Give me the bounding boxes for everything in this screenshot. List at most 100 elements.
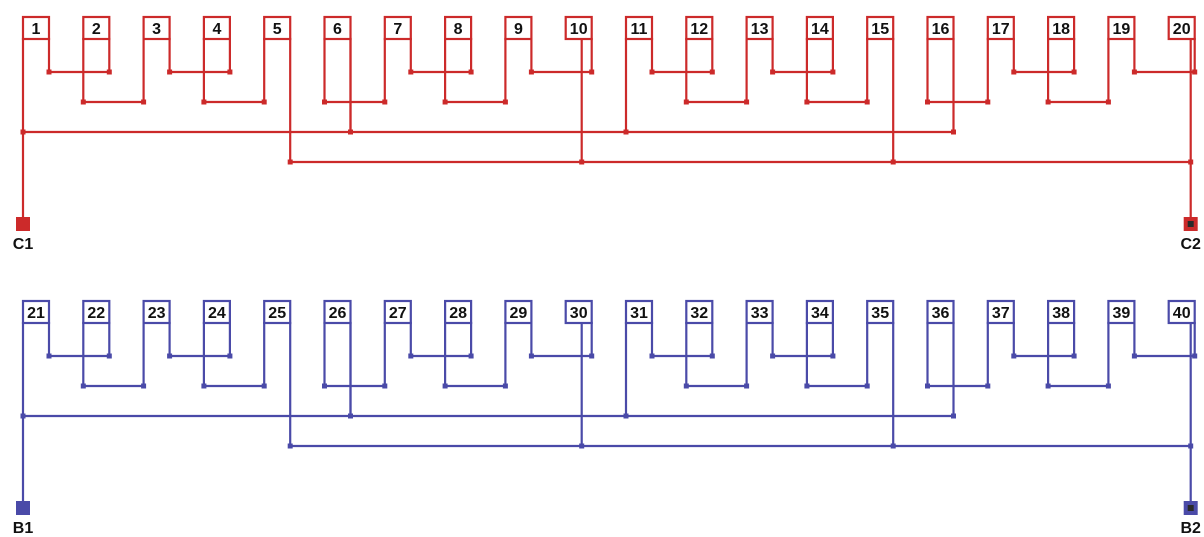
- slot-box: [745, 15, 774, 41]
- slot-box: [504, 299, 533, 325]
- slot-box: [504, 15, 533, 41]
- wires-group-b: [20, 321, 1198, 503]
- slot-3: 3: [142, 15, 171, 41]
- slot-19: 19: [1107, 15, 1136, 41]
- slot-label: 11: [631, 21, 648, 38]
- slot-box: [1046, 15, 1076, 41]
- slot-36: 36: [926, 299, 955, 325]
- slot-box: [323, 15, 352, 41]
- junction-dot: [502, 99, 508, 105]
- slot-box: [745, 299, 774, 325]
- junction-dot: [408, 69, 414, 75]
- slot-box: [805, 15, 835, 41]
- slot-box: [685, 15, 714, 41]
- slot-label: 1: [32, 21, 41, 38]
- junction-dot: [382, 99, 388, 105]
- slot-label: 33: [751, 305, 769, 322]
- junction-dot: [167, 353, 173, 359]
- slot-label: 31: [630, 305, 648, 322]
- junction-dot: [925, 383, 930, 389]
- slot-box: [564, 299, 593, 325]
- junction-dot: [201, 383, 207, 389]
- slot-label: 39: [1113, 305, 1131, 322]
- junction-dot: [649, 353, 655, 359]
- junction-dot: [864, 383, 870, 389]
- slot-10: 10: [564, 15, 593, 41]
- slot-26: 26: [323, 299, 352, 325]
- slot-label: 35: [871, 305, 889, 322]
- slot-box: [202, 15, 231, 41]
- junction-dot: [227, 69, 233, 75]
- terminal-core: [1187, 505, 1194, 511]
- junction-dot: [46, 69, 52, 75]
- slot-28: 28: [444, 299, 473, 325]
- junction-dot: [468, 353, 474, 359]
- junction-dot: [322, 383, 327, 389]
- junction-dot: [925, 99, 930, 105]
- junction-dot: [80, 383, 86, 389]
- terminal-c1: C1: [13, 217, 33, 253]
- junction-dot: [589, 353, 595, 359]
- slot-24: 24: [202, 299, 231, 325]
- slot-27: 27: [383, 299, 412, 325]
- slot-label: 19: [1113, 21, 1131, 38]
- slot-13: 13: [745, 15, 774, 41]
- slot-label: 5: [273, 21, 282, 38]
- slot-label: 32: [690, 305, 708, 322]
- slot-label: 30: [570, 305, 588, 322]
- slot-2: 2: [82, 15, 111, 41]
- junction-dot: [830, 353, 836, 359]
- slot-16: 16: [926, 15, 955, 41]
- slot-22: 22: [82, 299, 111, 325]
- junction-dot: [1188, 443, 1194, 449]
- slot-label: 38: [1052, 305, 1070, 322]
- slot-label: 34: [811, 305, 829, 322]
- junction-dot: [1131, 353, 1137, 359]
- slot-label: 21: [27, 305, 45, 322]
- junction-dot: [770, 69, 776, 75]
- slot-23: 23: [142, 299, 171, 325]
- junction-dot: [683, 99, 689, 105]
- terminal-label: B1: [13, 520, 34, 537]
- slot-box: [1167, 299, 1196, 325]
- junction-dot: [442, 383, 448, 389]
- slot-33: 33: [745, 299, 774, 325]
- slot-label: 15: [871, 21, 889, 38]
- junction-dot: [804, 99, 810, 105]
- slot-25: 25: [263, 299, 292, 325]
- slot-1: 1: [21, 15, 51, 41]
- slot-box: [564, 15, 593, 41]
- junction-dot: [20, 129, 26, 135]
- slot-label: 27: [389, 305, 407, 322]
- junction-dot: [1188, 159, 1194, 165]
- junction-dot: [528, 69, 534, 75]
- slot-30: 30: [564, 299, 593, 325]
- junction-dot: [382, 383, 388, 389]
- junction-dot: [1071, 353, 1077, 359]
- slot-box: [986, 15, 1015, 41]
- junction-dot: [502, 383, 508, 389]
- junction-dot: [985, 99, 991, 105]
- slot-label: 8: [454, 21, 463, 38]
- junction-dot: [1011, 353, 1017, 359]
- slot-label: 9: [514, 21, 523, 38]
- junction-dot: [830, 69, 836, 75]
- junction-dot: [201, 99, 207, 105]
- slot-label: 24: [208, 305, 226, 322]
- slot-label: 10: [570, 21, 588, 38]
- slot-box: [624, 299, 654, 325]
- junction-dot: [141, 99, 147, 105]
- junction-dot: [1105, 99, 1111, 105]
- slot-label: 6: [333, 21, 342, 38]
- junction-dot: [468, 69, 474, 75]
- slot-box: [926, 299, 955, 325]
- slot-5: 5: [263, 15, 292, 41]
- slot-label: 4: [212, 21, 221, 38]
- slot-box: [1107, 15, 1136, 41]
- junction-dot: [744, 383, 750, 389]
